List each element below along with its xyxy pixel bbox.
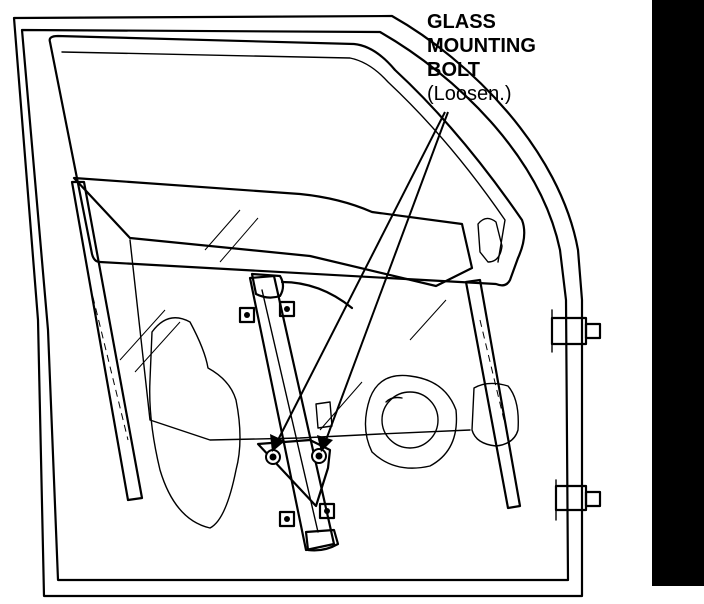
glass-mounting-bolt-front — [265, 449, 281, 465]
speaker-opening — [364, 374, 458, 469]
regulator-mount-tabs — [238, 300, 336, 528]
glass-hatching — [119, 209, 447, 431]
glass-lower-edge — [129, 239, 471, 441]
door-inner-panel — [20, 28, 570, 582]
regulator-pulley — [250, 272, 285, 299]
callout-line-4: (Loosen.) — [427, 83, 512, 105]
hinge-lower — [554, 479, 602, 521]
rear-oval-cutout — [471, 382, 519, 447]
glass-bracket — [256, 438, 332, 508]
door-outer-frame — [12, 14, 584, 598]
front-run-channel — [70, 180, 144, 502]
callout-label: GLASS MOUNTING BOLT (Loosen.) — [427, 11, 536, 105]
regulator-cable — [280, 280, 354, 310]
rear-run-channel — [464, 278, 522, 510]
callout-line-2: MOUNTING — [427, 35, 536, 57]
upper-clip — [477, 217, 503, 263]
regulator-lower-end — [304, 528, 340, 552]
service-hole — [149, 317, 241, 529]
hinge-upper — [550, 309, 602, 353]
callout-line-1: GLASS — [427, 11, 496, 33]
regulator-rail — [248, 274, 336, 552]
callout-line-3: BOLT — [427, 59, 480, 81]
side-bar — [652, 0, 704, 586]
window-frame-inner — [61, 51, 506, 263]
front-channel-dash — [89, 284, 129, 441]
callout-leaders — [270, 111, 449, 452]
rear-channel-dash — [479, 319, 505, 421]
window-frame — [48, 34, 526, 287]
glass-mounting-bolt-rear — [311, 448, 327, 464]
glass-pane — [72, 176, 474, 288]
bracket-tab — [315, 401, 333, 429]
regulator-rail-inner — [261, 289, 319, 533]
